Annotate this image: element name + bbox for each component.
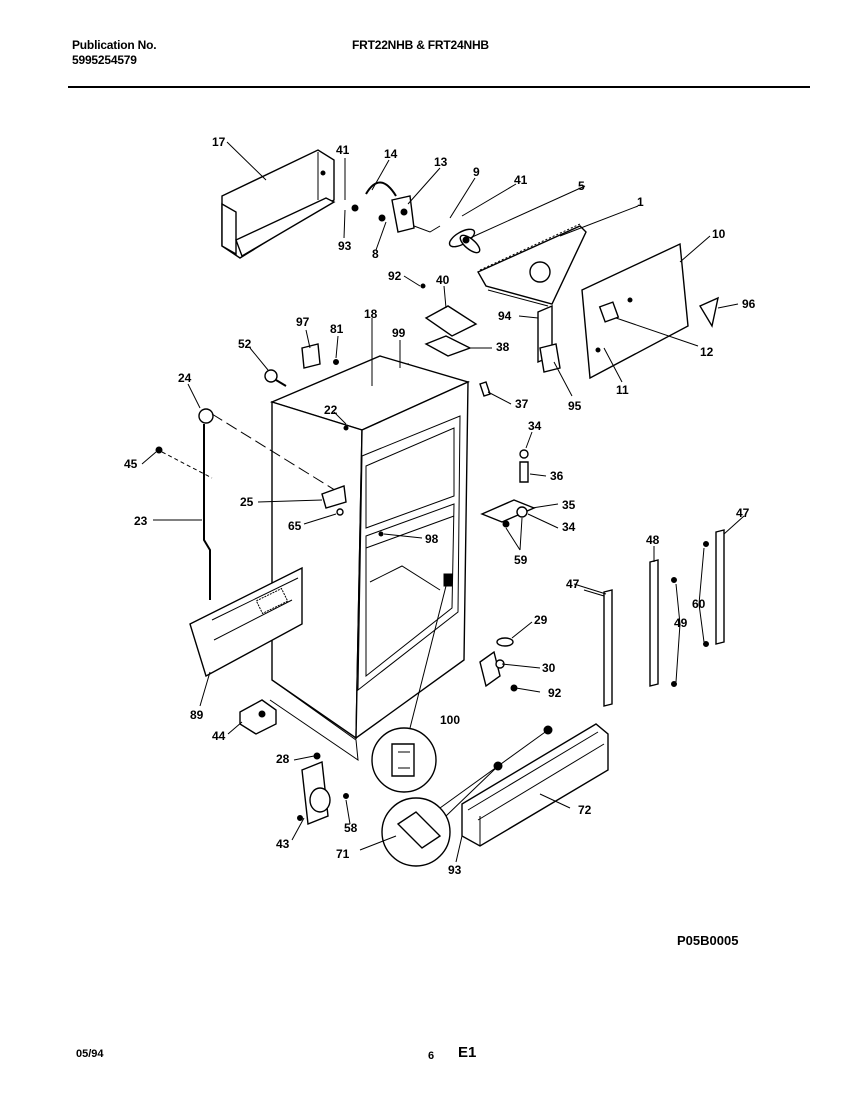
callout-38: 38	[496, 340, 510, 354]
publication-label: Publication No.	[72, 38, 157, 52]
callout-36: 36	[550, 469, 564, 483]
callout-35: 35	[562, 498, 576, 512]
callout-43: 43	[276, 837, 290, 851]
part-72-grille	[461, 723, 609, 847]
part-10-rear-panel	[581, 242, 689, 380]
leader-lines	[141, 141, 745, 863]
part-1-evaporator	[477, 223, 587, 307]
callout-48: 48	[646, 533, 660, 547]
callout-47b: 47	[566, 577, 580, 591]
callout-30: 30	[542, 661, 556, 675]
callout-8: 8	[372, 247, 379, 261]
callout-59: 59	[514, 553, 528, 567]
callout-labels: 17 41 14 13 9 41 5 1 10 93 8 92 40 96 94…	[124, 135, 756, 877]
callout-65: 65	[288, 519, 302, 533]
part-44-bracket	[239, 699, 277, 735]
callout-18: 18	[364, 307, 378, 321]
callout-37: 37	[515, 397, 529, 411]
footer-date: 05/94	[76, 1048, 104, 1060]
callout-60: 60	[692, 597, 706, 611]
detail-71	[381, 729, 549, 867]
part-24-23-tube	[155, 408, 339, 600]
callout-94: 94	[498, 309, 512, 323]
callout-96: 96	[742, 297, 756, 311]
callout-14: 14	[384, 147, 398, 161]
part-94-95-bracket	[537, 304, 561, 373]
callout-34: 34	[528, 419, 542, 433]
publication-number: 5995254579	[72, 53, 137, 67]
callout-41b: 41	[514, 173, 528, 187]
callout-100: 100	[440, 713, 460, 727]
callout-44: 44	[212, 729, 226, 743]
callout-93: 93	[338, 239, 352, 253]
callout-25: 25	[240, 495, 254, 509]
part-28-43-58-control	[297, 752, 349, 825]
callout-13: 13	[434, 155, 448, 169]
callout-10: 10	[712, 227, 726, 241]
callout-92: 92	[388, 269, 402, 283]
part-9-fan-blade	[448, 228, 481, 254]
model-numbers: FRT22NHB & FRT24NHB	[352, 38, 489, 52]
part-14-13-motor-bracket	[351, 181, 441, 233]
part-89-back-plate	[189, 566, 303, 678]
callout-58: 58	[344, 821, 358, 835]
footer-section: E1	[458, 1044, 477, 1061]
callout-22: 22	[324, 403, 338, 417]
callout-28: 28	[276, 752, 290, 766]
part-35-34-59-hinge-plate	[480, 449, 536, 528]
callout-98: 98	[425, 532, 439, 546]
cabinet	[269, 355, 471, 762]
callout-89: 89	[190, 708, 204, 722]
part-47-48-door-strips	[603, 529, 725, 707]
callout-24: 24	[178, 371, 192, 385]
callout-99: 99	[392, 326, 406, 340]
callout-81: 81	[330, 322, 344, 336]
callout-49: 49	[674, 616, 688, 630]
callout-40: 40	[436, 273, 450, 287]
part-25-65-hinge	[321, 485, 347, 516]
callout-45: 45	[124, 457, 138, 471]
callout-1: 1	[637, 195, 644, 209]
callout-47: 47	[736, 506, 750, 520]
callout-41: 41	[336, 143, 350, 157]
callout-11: 11	[616, 383, 629, 397]
callout-17: 17	[212, 135, 226, 149]
callout-95: 95	[568, 399, 582, 413]
callout-5: 5	[578, 179, 585, 193]
callout-97: 97	[296, 315, 310, 329]
callout-71: 71	[336, 847, 350, 861]
drawing-code: P05B0005	[677, 933, 739, 948]
detail-100	[371, 585, 447, 793]
callout-72: 72	[578, 803, 592, 817]
callout-92b: 92	[548, 686, 562, 700]
callout-29: 29	[534, 613, 548, 627]
callout-34b: 34	[562, 520, 576, 534]
callout-12: 12	[700, 345, 714, 359]
callout-93b: 93	[448, 863, 462, 877]
footer-page: 6	[428, 1050, 435, 1062]
part-96-clip	[698, 296, 719, 328]
header-rule	[68, 86, 810, 88]
callout-23: 23	[134, 514, 148, 528]
callout-9: 9	[473, 165, 480, 179]
part-17-fan-shroud	[221, 149, 336, 259]
callout-52: 52	[238, 337, 252, 351]
part-40-38-damper	[420, 283, 478, 357]
